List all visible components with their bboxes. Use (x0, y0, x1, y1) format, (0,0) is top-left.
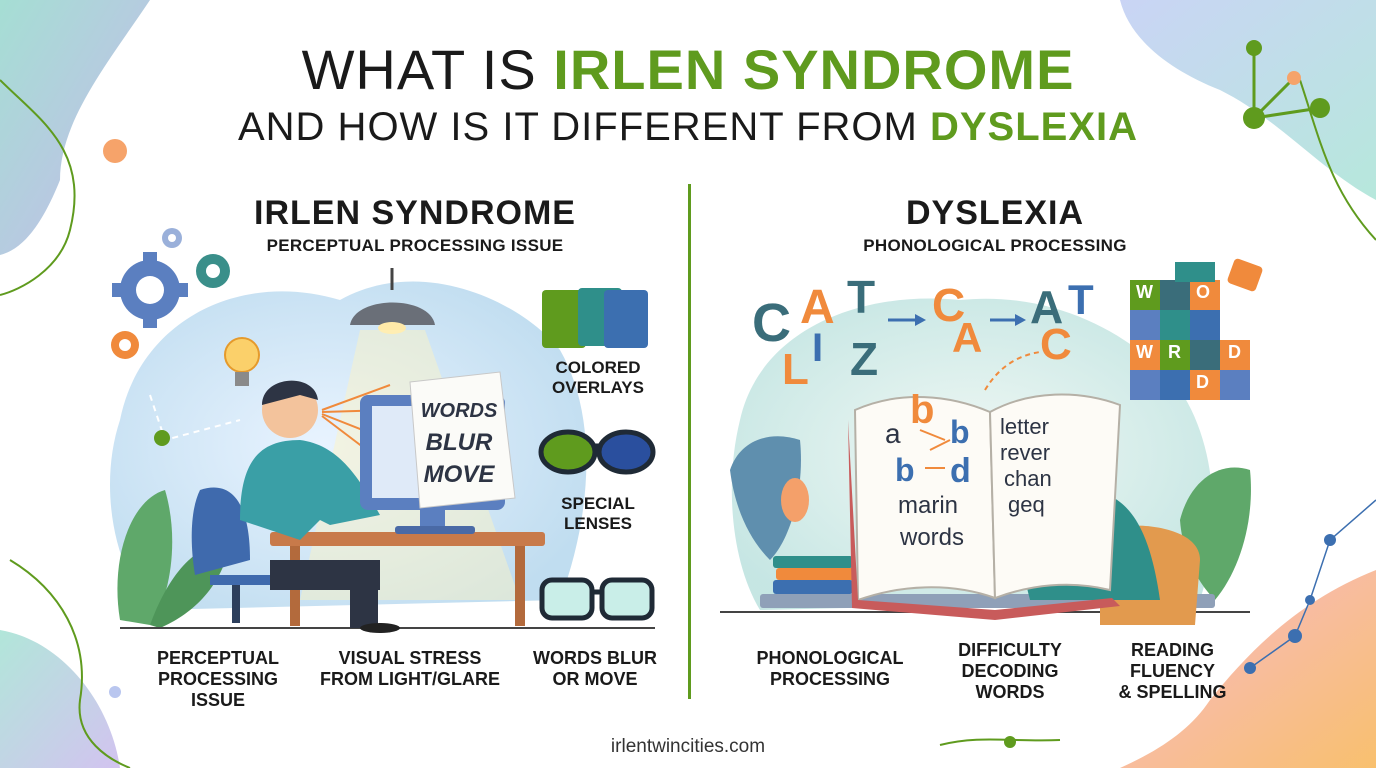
book-letter: b (950, 414, 970, 450)
page-title-line-2: AND HOW IS IT DIFFERENT FROM DYSLEXIA (0, 104, 1376, 150)
callout-colored-overlays: COLORED OVERLAYS (552, 358, 644, 397)
rearranged-letter: C (1040, 320, 1072, 369)
overlay-cards-icon (542, 288, 648, 348)
glasses-icon (539, 577, 655, 621)
puzzle-icon (1130, 258, 1263, 400)
rearranged-letter: C (932, 279, 966, 331)
book-word: marin (898, 492, 959, 519)
puzzle-letter: D (1228, 342, 1241, 362)
gear-icon (196, 254, 230, 288)
floating-letter: T (847, 271, 876, 323)
irlen-heading: IRLEN SYNDROME (254, 194, 576, 232)
irlen-label-visual-stress: VISUAL STRESS FROM LIGHT/GLARE (320, 648, 500, 689)
gear-icon (112, 252, 188, 328)
dyslexia-label-phonological: PHONOLOGICAL PROCESSING (756, 648, 904, 689)
book-letter: a (885, 418, 901, 449)
book-letter: d (950, 452, 971, 490)
puzzle-letter: D (1196, 372, 1209, 392)
book-letter: b (910, 388, 935, 432)
gear-icon (162, 228, 182, 248)
irlen-label-words-blur: WORDS BLUR OR MOVE (533, 648, 657, 689)
title-highlight-dyslexia: DYSLEXIA (929, 105, 1138, 149)
title-prefix: WHAT IS (301, 38, 554, 101)
book-word: letter (1000, 414, 1049, 439)
puzzle-letter: R (1168, 342, 1181, 362)
book-word: geq (1008, 492, 1045, 517)
screen-word: WORDS (420, 400, 498, 422)
gear-icon (111, 331, 139, 359)
screen-text: WORDS BLUR MOVE (414, 395, 504, 491)
screen-word: MOVE (423, 461, 495, 488)
rearranged-letter: A (1030, 281, 1064, 333)
book-word: rever (1000, 440, 1051, 465)
screen-word: BLUR (425, 429, 493, 456)
column-divider (688, 184, 691, 699)
book-icon (773, 556, 856, 594)
dyslexia-subheading: PHONOLOGICAL PROCESSING (863, 236, 1127, 255)
floating-letter: L (782, 345, 809, 394)
floating-letter: Z (850, 333, 879, 385)
dyslexia-label-fluency: READING FLUENCY & SPELLING (1118, 640, 1227, 702)
dyslexia-heading: DYSLEXIA (905, 194, 1085, 232)
floating-letter: A (800, 281, 835, 334)
book-icon (848, 393, 1122, 620)
book-word: words (900, 524, 965, 551)
puzzle-letter: W (1136, 282, 1153, 302)
floating-letter: C (752, 293, 791, 353)
page-title-line-1: WHAT IS IRLEN SYNDROME (0, 40, 1376, 100)
glasses-icon (538, 429, 656, 475)
monitor-icon (360, 371, 516, 534)
rearranged-letter: A (952, 314, 983, 361)
irlen-subheading: PERCEPTUAL PROCESSING ISSUE (266, 236, 564, 255)
puzzle-letter: O (1196, 282, 1211, 302)
book-letter: b (895, 452, 915, 488)
person-at-computer-illustration (240, 380, 400, 633)
title2-prefix: AND HOW IS IT DIFFERENT FROM (237, 105, 930, 149)
puzzle-letter: W (1136, 342, 1153, 362)
lightbulb-icon (224, 337, 260, 386)
footer-website: irlentwincities.com (610, 736, 766, 757)
title-highlight-irlen: IRLEN SYNDROME (553, 38, 1075, 101)
dyslexia-label-decoding: DIFFICULTY DECODING WORDS (958, 640, 1062, 702)
irlen-label-perceptual: PERCEPTUAL PROCESSING ISSUE (156, 648, 279, 710)
rearranged-letter: T (1068, 276, 1094, 323)
callout-special-lenses: SPECIAL LENSES (561, 494, 635, 533)
floating-letter: I (812, 326, 824, 370)
book-word: chan (1004, 466, 1052, 491)
